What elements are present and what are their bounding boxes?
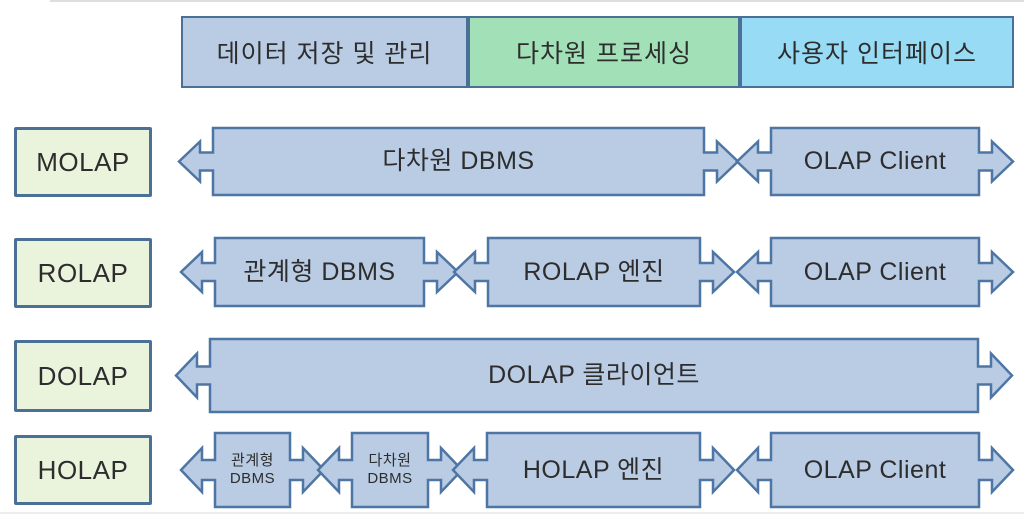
row-label-holap-text: HOLAP <box>37 454 129 485</box>
column-header-ui: 사용자 인터페이스 <box>740 16 1014 88</box>
column-header-storage: 데이터 저장 및 관리 <box>181 16 468 88</box>
box-olap-client-holap-label: OLAP Client <box>803 455 947 484</box>
column-header-storage-label: 데이터 저장 및 관리 <box>216 40 433 68</box>
box-olap-client-rolap: OLAP Client <box>735 236 1015 308</box>
double-arrow-shape <box>451 431 736 509</box>
row-label-molap-text: MOLAP <box>36 146 130 177</box>
column-header-processing: 다차원 프로세싱 <box>468 16 740 88</box>
double-arrow-shape <box>735 126 1015 197</box>
double-arrow-shape <box>179 431 326 509</box>
double-arrow-shape <box>735 236 1015 308</box>
box-holap-engine-label: HOLAP 엔진 <box>522 455 665 484</box>
box-olap-client-holap: OLAP Client <box>735 431 1015 509</box>
row-label-molap: MOLAP <box>14 127 152 197</box>
box-olap-client-molap: OLAP Client <box>735 126 1015 197</box>
double-arrow-shape <box>452 236 736 308</box>
double-arrow-shape <box>174 337 1014 414</box>
box-relational-dbms-small: 관계형 DBMS <box>179 431 326 509</box>
box-multidimensional-dbms: 다차원 DBMS <box>177 126 740 197</box>
double-arrow-shape <box>179 236 460 308</box>
box-relational-dbms-label: 관계형 DBMS <box>243 257 396 286</box>
double-arrow-shape <box>316 431 464 509</box>
box-olap-client-rolap-label: OLAP Client <box>803 257 947 286</box>
bottom-frame-line <box>0 512 1024 514</box>
row-label-holap: HOLAP <box>14 435 152 505</box>
box-olap-client-molap-label: OLAP Client <box>803 147 947 176</box>
box-dolap-client-label: DOLAP 클라이언트 <box>488 361 700 390</box>
box-multidim-dbms-small: 다차원 DBMS <box>316 431 464 509</box>
row-label-rolap: ROLAP <box>14 238 152 308</box>
box-multidimensional-dbms-label: 다차원 DBMS <box>382 147 535 176</box>
box-relational-dbms-small-label: 관계형 DBMS <box>229 452 276 487</box>
box-dolap-client: DOLAP 클라이언트 <box>174 337 1014 414</box>
box-multidim-dbms-small-label: 다차원 DBMS <box>367 452 413 487</box>
box-rolap-engine: ROLAP 엔진 <box>452 236 736 308</box>
box-holap-engine: HOLAP 엔진 <box>451 431 736 509</box>
row-label-rolap-text: ROLAP <box>37 257 129 288</box>
double-arrow-shape <box>735 431 1015 509</box>
column-header-ui-label: 사용자 인터페이스 <box>777 40 977 68</box>
top-frame-line <box>50 0 1024 2</box>
box-relational-dbms: 관계형 DBMS <box>179 236 460 308</box>
column-header-processing-label: 다차원 프로세싱 <box>516 40 692 68</box>
row-label-dolap: DOLAP <box>14 340 152 412</box>
double-arrow-shape <box>177 126 740 197</box>
box-rolap-engine-label: ROLAP 엔진 <box>523 257 665 286</box>
row-label-dolap-text: DOLAP <box>37 360 129 391</box>
